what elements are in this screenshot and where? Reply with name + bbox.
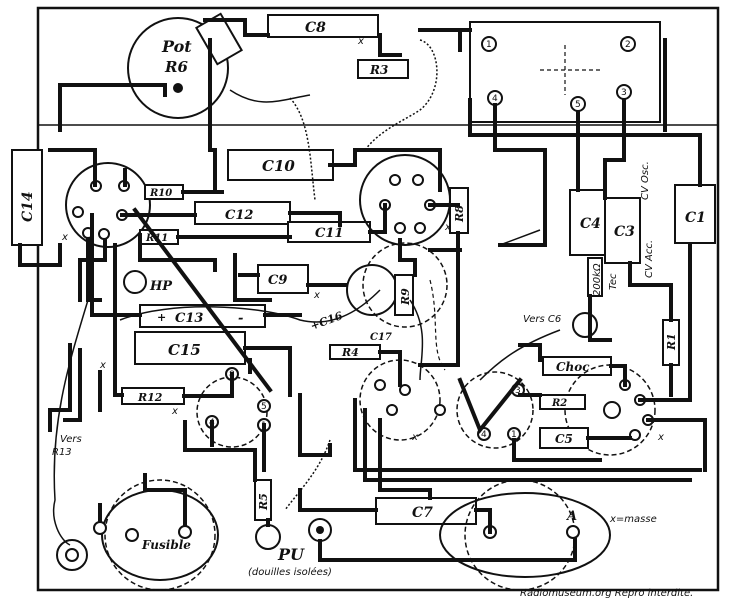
- svg-text:5: 5: [261, 402, 267, 412]
- c11-label: C11: [315, 226, 343, 241]
- resistor-r5: R5: [254, 479, 272, 521]
- douilles-label: (douilles isolées): [248, 566, 332, 578]
- c5-label: C5: [555, 432, 573, 446]
- tube-socket-bottom-middle: x: [359, 359, 446, 443]
- capacitor-c10: C10: [227, 149, 334, 181]
- a-label: A: [565, 509, 577, 524]
- svg-text:-: -: [238, 311, 243, 326]
- r12-label: R12: [137, 391, 163, 404]
- capacitor-c12: C12: [194, 201, 291, 225]
- vers-r13-label: Vers: [60, 434, 82, 445]
- capacitor-c4: C4: [569, 189, 606, 256]
- pot-label: Pot: [161, 37, 192, 56]
- svg-text:x: x: [171, 406, 178, 417]
- cv-acc-label: CV Acc.: [644, 240, 655, 278]
- resistor-r8: R8: [449, 187, 469, 234]
- choc-label: Choc: [556, 360, 590, 374]
- capacitor-c8: C8: [267, 14, 379, 38]
- svg-text:3: 3: [621, 88, 627, 98]
- svg-text:1: 1: [511, 430, 517, 440]
- r10-label: R10: [149, 188, 172, 199]
- capacitor-c15: C15: [134, 331, 246, 365]
- capacitor-c5: C5: [539, 427, 589, 449]
- c13-label: C13: [175, 311, 203, 326]
- svg-text:x: x: [411, 432, 418, 443]
- hp-label: HP: [149, 279, 173, 294]
- c12-label: C12: [225, 208, 253, 223]
- potentiometer-r6: Pot R6: [127, 12, 243, 119]
- capacitor-c9: C9 x: [257, 264, 320, 301]
- r4-label: R4: [341, 346, 359, 359]
- c8-label: C8: [305, 20, 326, 36]
- r1-label: R1: [665, 333, 678, 351]
- capacitor-c3: C3: [604, 197, 641, 264]
- r3-label: R3: [369, 63, 388, 77]
- choke-choc: Choc: [542, 356, 612, 376]
- svg-text:3: 3: [515, 386, 521, 396]
- svg-text:x: x: [99, 360, 106, 371]
- c17-label: C17: [370, 332, 392, 343]
- svg-text:x: x: [657, 432, 664, 443]
- r2-label: R2: [551, 398, 567, 409]
- resistor-r3: R3 x: [357, 36, 409, 79]
- resistor-r12: R12: [121, 387, 185, 405]
- speaker-hp: HP: [123, 270, 173, 294]
- svg-text:x: x: [313, 290, 320, 301]
- r5-label: R5: [257, 493, 270, 511]
- r13-label: R13: [52, 447, 72, 458]
- svg-text:+: +: [157, 311, 166, 324]
- c15-label: C15: [168, 341, 201, 359]
- copyright-notice: Radiomuseum.org Repro interdite.: [520, 588, 693, 599]
- c3-label: C3: [614, 224, 635, 240]
- c7-label: C7: [412, 505, 433, 521]
- r9-label: R9: [399, 288, 412, 306]
- cv-osc-label: CV Osc.: [640, 161, 651, 200]
- vers-c6-socket: [572, 312, 598, 338]
- power-outlet: A: [439, 479, 611, 591]
- svg-text:4: 4: [492, 94, 498, 104]
- fusible-label: Fusible: [141, 538, 191, 552]
- masse-legend: x=masse: [609, 514, 657, 525]
- c9-label: C9: [268, 273, 287, 288]
- svg-text:x: x: [444, 222, 451, 233]
- svg-text:1: 1: [486, 40, 492, 50]
- capacitor-c7: C7: [375, 497, 477, 525]
- resistor-r2: R2: [539, 394, 586, 410]
- cable-grommet: [56, 539, 88, 571]
- pu-label: PU: [277, 545, 305, 564]
- c10-label: C10: [262, 157, 295, 175]
- r200k-label: 200kΩ: [592, 263, 603, 296]
- thin-leads: [53, 39, 561, 546]
- wiring-traces: [18, 18, 707, 562]
- resistor-200k: 200kΩ Tec: [587, 257, 619, 297]
- fuse-holder: Fusible: [93, 479, 219, 591]
- svg-text:4: 4: [481, 430, 487, 440]
- tube-socket-left: [65, 162, 151, 248]
- capacitor-c1: C1: [674, 184, 716, 244]
- c4-label: C4: [580, 216, 601, 232]
- c1-label: C1: [685, 210, 706, 226]
- capacitor-c13: + C13 -: [139, 304, 266, 328]
- svg-text:2: 2: [625, 40, 631, 50]
- r6-label: R6: [164, 58, 188, 76]
- r8-label: R8: [453, 205, 466, 223]
- c14-label: C14: [20, 191, 36, 222]
- capacitor-c14: C14: [11, 149, 43, 246]
- resistor-r4: R4: [329, 344, 381, 360]
- resistor-r1: R1: [662, 319, 680, 366]
- capacitor-c11: C11: [287, 221, 371, 243]
- resistor-r10: R10: [144, 184, 184, 200]
- oscillator-coil-block: 1 2 4 5 3: [469, 21, 661, 123]
- vers-c6-label: Vers C6: [523, 314, 561, 325]
- resistor-r9: R9: [394, 274, 414, 316]
- chassis-outline: [36, 6, 720, 592]
- tec-label: Tec: [608, 273, 619, 290]
- svg-text:x: x: [61, 232, 68, 243]
- svg-text:5: 5: [575, 100, 581, 110]
- r3-mass: x: [357, 36, 364, 47]
